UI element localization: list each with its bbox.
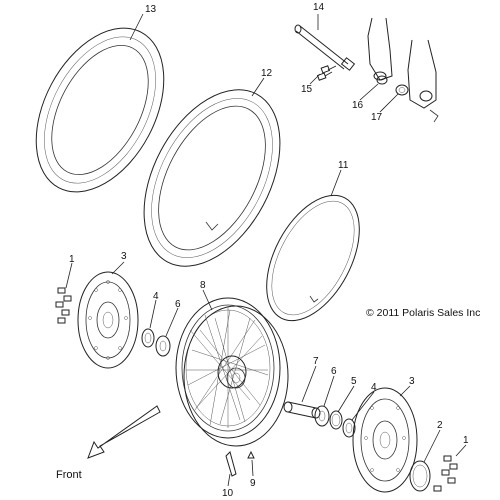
callout-1-right: 1 — [463, 435, 469, 446]
bolt-15 — [316, 65, 337, 81]
callout-6-right: 6 — [331, 366, 337, 377]
callout-16: 16 — [352, 100, 364, 111]
callout-12: 12 — [261, 68, 273, 79]
brake-disc-3-right — [352, 387, 418, 493]
callout-13: 13 — [145, 4, 157, 15]
callout-3-left: 3 — [121, 251, 127, 262]
valve-stem-10 — [225, 451, 237, 477]
callout-10: 10 — [222, 488, 234, 499]
callout-2: 2 — [437, 420, 443, 431]
front-arrow — [87, 405, 161, 459]
callout-4-left: 4 — [153, 291, 159, 302]
callout-14: 14 — [313, 2, 325, 13]
tire-12 — [143, 89, 281, 267]
callout-17: 17 — [371, 112, 383, 123]
disc-bolts-1-left — [55, 287, 72, 324]
tire-13 — [35, 27, 165, 193]
brake-disc-3-left — [77, 271, 139, 369]
rim-strip-11 — [266, 194, 360, 322]
callout-5: 5 — [351, 376, 357, 387]
seal-5 — [329, 410, 343, 430]
callout-9: 9 — [250, 478, 256, 489]
callout-1-left: 1 — [69, 254, 75, 265]
callout-11: 11 — [338, 160, 349, 171]
bearing-4-left — [141, 328, 155, 348]
leader-lines — [65, 13, 467, 487]
callout-3-right: 3 — [409, 376, 415, 387]
axle-fork-14 — [294, 17, 439, 123]
callout-7: 7 — [313, 356, 319, 367]
bushing-16 — [376, 75, 388, 85]
bearing-4-right — [342, 418, 356, 438]
callout-6-left: 6 — [175, 299, 181, 310]
axle-spacer-7 — [283, 401, 321, 419]
disc-bolts-1-right — [433, 455, 458, 492]
callout-15: 15 — [301, 84, 313, 95]
spacer-6-left — [155, 335, 171, 357]
front-label: Front — [56, 469, 82, 481]
spoked-wheel-8 — [175, 297, 289, 447]
tone-ring-2 — [409, 460, 431, 492]
copyright-text: © 2011 Polaris Sales Inc — [366, 307, 480, 319]
callout-4-right: 4 — [371, 382, 377, 393]
spacer-6-right — [314, 405, 330, 427]
spacer-17 — [395, 84, 409, 96]
valve-cap-9 — [247, 450, 255, 459]
callout-8: 8 — [200, 280, 206, 291]
